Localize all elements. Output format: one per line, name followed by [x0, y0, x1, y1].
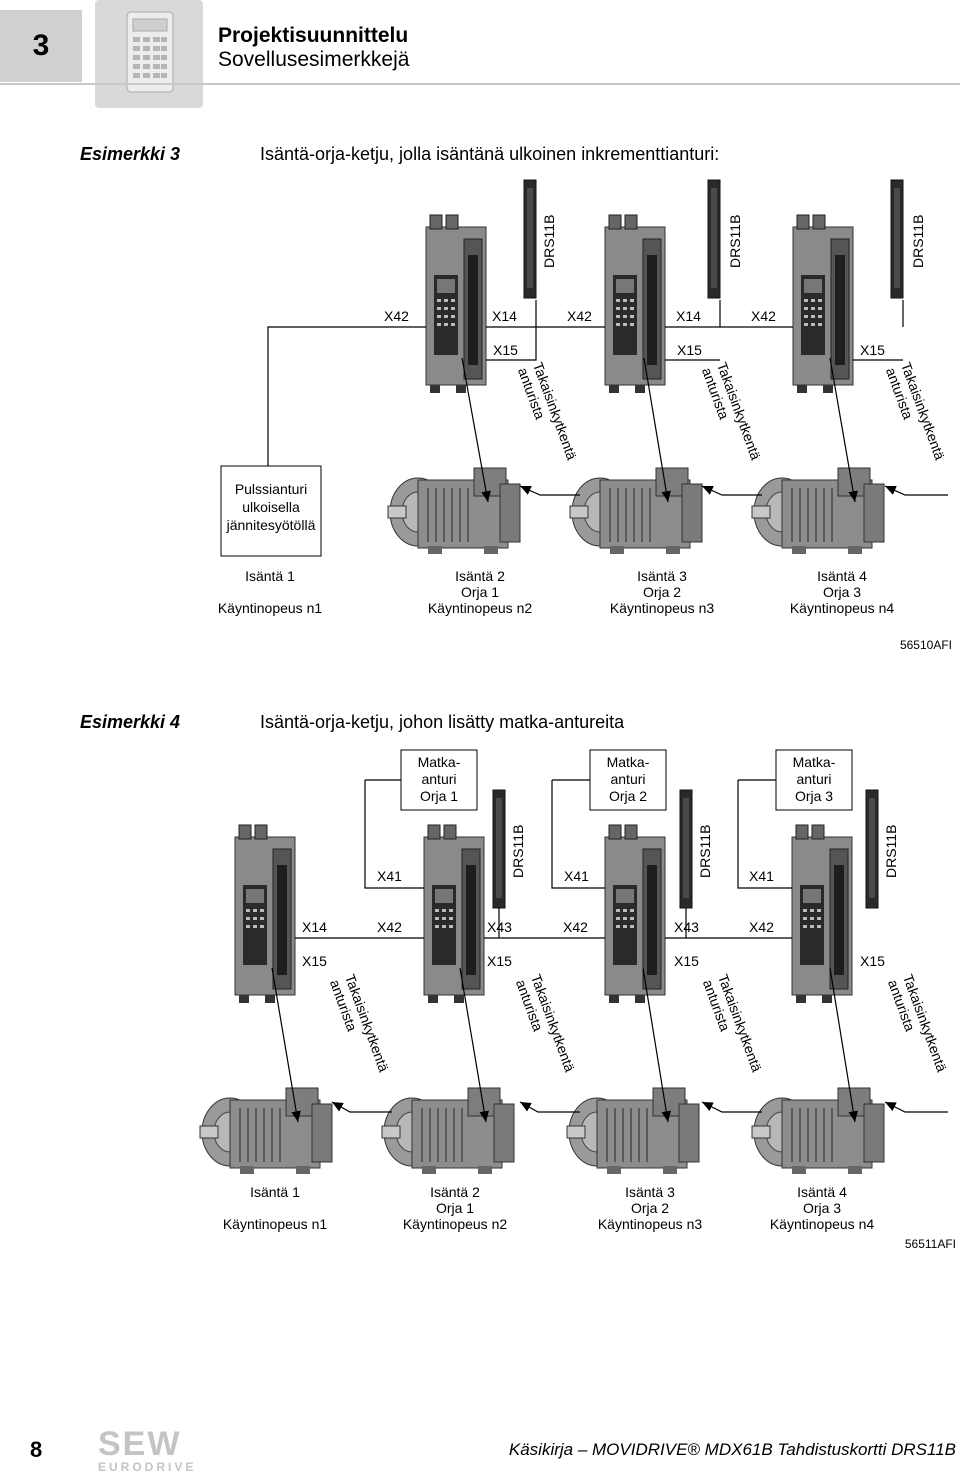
chapter-number: 3 — [32, 29, 50, 62]
connector-label: X15 — [302, 953, 327, 969]
connector-label: X41 — [564, 868, 589, 884]
chapter-tab — [0, 10, 82, 82]
drs-label: DRS11B — [910, 214, 926, 268]
connector-label: X42 — [749, 919, 774, 935]
caption-1: Isäntä 1 Käyntinopeus n1 — [222, 1184, 328, 1232]
connector-label: X42 — [377, 919, 402, 935]
connector-label: X42 — [751, 308, 776, 324]
page-subtitle: Sovellusesimerkkejä — [218, 48, 410, 71]
header-rule — [0, 83, 960, 85]
connector-label: X15 — [860, 953, 885, 969]
example4-description: Isäntä-orja-ketju, johon lisätty matka-a… — [260, 712, 625, 732]
drs-label: DRS11B — [541, 214, 557, 268]
connector-label: X15 — [487, 953, 512, 969]
connector-label: X42 — [563, 919, 588, 935]
connector-label: X15 — [674, 953, 699, 969]
connector-label: X43 — [674, 919, 699, 935]
drs-label: DRS11B — [510, 824, 526, 878]
connector-label: X41 — [377, 868, 402, 884]
drs-label: DRS11B — [883, 824, 899, 878]
caption-1: Isäntä 1 Käyntinopeus n1 — [217, 568, 323, 616]
drs-label: DRS11B — [727, 214, 743, 268]
connector-label: X14 — [492, 308, 517, 324]
connector-label: X14 — [302, 919, 327, 935]
connector-label: X42 — [384, 308, 409, 324]
figure-code: 56510AFI — [899, 638, 952, 652]
example3-description: Isäntä-orja-ketju, jolla isäntänä ulkoin… — [260, 144, 720, 164]
example3-label: Esimerkki 3 — [80, 144, 181, 164]
example4-diagram — [199, 749, 948, 1175]
sew-eurodrive-logo: SEW EURODRIVE — [98, 1425, 197, 1474]
figure-code: 56511AFI — [904, 1237, 956, 1251]
connector-label: X41 — [749, 868, 774, 884]
calculator-icon — [95, 0, 203, 108]
connector-label: X15 — [493, 342, 518, 358]
example4-label: Esimerkki 4 — [80, 712, 181, 732]
page-number: 8 — [30, 1437, 43, 1462]
footer-document-title: Käsikirja – MOVIDRIVE® MDX61B Tahdistusk… — [508, 1440, 956, 1459]
connector-label: X15 — [677, 342, 702, 358]
page-title: Projektisuunnittelu — [218, 24, 409, 47]
pulse-encoder-label: Pulssianturi ulkoisella jännitesyötöllä — [226, 481, 316, 533]
connector-label: X14 — [676, 308, 701, 324]
connector-label: X42 — [567, 308, 592, 324]
connector-label: X15 — [860, 342, 885, 358]
example3-diagram — [220, 179, 948, 557]
connector-label: X43 — [487, 919, 512, 935]
drs-label: DRS11B — [697, 824, 713, 878]
